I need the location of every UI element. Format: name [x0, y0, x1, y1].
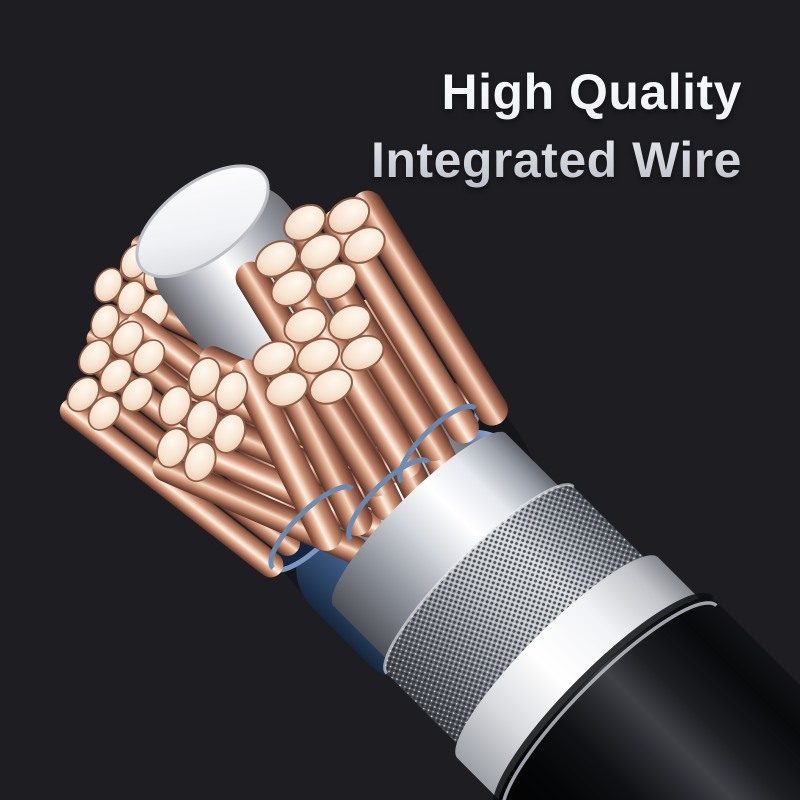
headline: High Quality Integrated Wire: [302, 58, 742, 194]
braided-shield: [383, 483, 652, 752]
headline-line2: Integrated Wire: [370, 132, 742, 188]
headline-line1: High Quality: [441, 64, 742, 120]
outer-jacket: [493, 593, 800, 800]
foil-shield: [331, 431, 567, 667]
tube-mouth-lips: [268, 403, 477, 570]
